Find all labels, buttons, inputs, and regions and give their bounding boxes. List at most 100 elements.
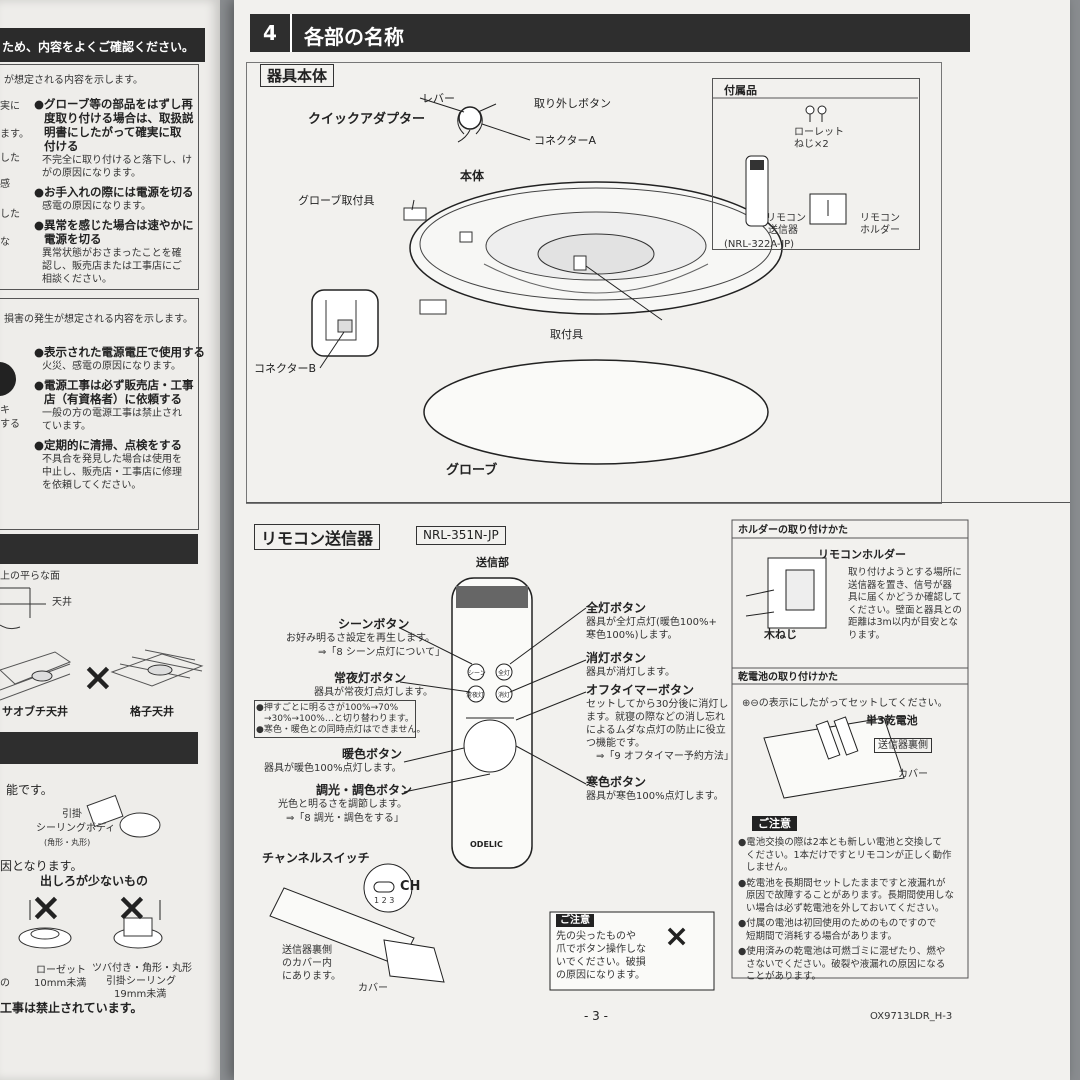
accessories-box	[712, 78, 920, 250]
warn-fragment: した	[0, 209, 20, 220]
flat-surface-label: 上の平らな面	[0, 571, 60, 582]
warn-fragment: ます。	[0, 129, 29, 140]
warn-fragment: 実に	[0, 101, 20, 112]
warning-box	[0, 64, 199, 290]
remote-heading: リモコン送信器	[254, 524, 381, 550]
cool-line-1: 器具が寒色100%点灯します。	[586, 791, 724, 802]
accessories-title: 付属品	[724, 84, 757, 97]
remote-illustration	[269, 519, 969, 991]
hook-body-line-1: 引掛	[62, 809, 82, 820]
quick-adapter-label: クイックアダプター	[308, 112, 426, 127]
aa-label: 単3乾電池	[866, 714, 918, 727]
globe-mount-label: グローブ取付具	[298, 194, 375, 207]
flange-line-3: 19mm未満	[114, 989, 167, 1000]
caution-item-title: ●定期的に清掃、点検をする	[34, 438, 183, 452]
remote-brand: ODELIC	[470, 840, 503, 849]
warn-item-title: 度取り付ける場合は、取扱説	[44, 111, 194, 125]
caution-small-title: ご注意	[556, 914, 594, 927]
remote-model: NRL-351N-JP	[416, 526, 506, 545]
battery-back-label: 送信器裏側	[874, 738, 932, 753]
flange-line-2: 引掛シーリング	[106, 976, 176, 987]
btn-night-label: 常夜灯	[466, 692, 485, 699]
caution-fragment: する	[0, 419, 20, 430]
note-line: 原因で故障することがあります。長期間使用しな	[746, 890, 955, 901]
note-line: 短期間で消耗する場合があります。	[746, 930, 898, 942]
caution-fragment: キ	[0, 405, 10, 416]
full-line-2: 寒色100%)します。	[586, 630, 678, 641]
left-top-bar: ため、内容をよくご確認ください。	[0, 28, 205, 62]
night-note-1: ●押すごとに明るさが100%→70%	[256, 703, 399, 713]
section-title: 各部の名称	[304, 25, 404, 49]
ch-numbers: 1 2 3	[374, 896, 395, 905]
note-line: さないでください。破裂や液漏れの原因になる	[746, 958, 946, 970]
divider	[246, 502, 1070, 503]
back-line-2: のカバー内	[282, 958, 332, 969]
channel-switch-label: チャンネルスイッチ	[262, 851, 370, 865]
connector-a-label: コネクターA	[534, 134, 597, 147]
warn-item-title: ●お手入れの際には電源を切る	[34, 185, 194, 199]
remote-line-2: 送信器	[768, 225, 798, 236]
dim-line-1: 光色と明るさを調節します。	[278, 799, 407, 810]
section-header-bar: 4 各部の名称	[250, 14, 970, 52]
caution-header: 損害の発生が想定される内容を示します。	[4, 314, 193, 325]
off-line-1: 器具が消灯します。	[586, 667, 675, 678]
fixture-frame	[246, 62, 942, 504]
fixture-illustration	[311, 97, 783, 465]
note-line: ことがあります。	[746, 971, 822, 982]
possible-text: 能です。	[6, 783, 53, 797]
timer-title: オフタイマーボタン	[586, 683, 695, 697]
left-fragment-no: の	[0, 978, 10, 989]
caution-symbol	[0, 362, 16, 396]
holder-line: 送信器を置き、信号が器	[848, 579, 952, 591]
prohibit-cross-2: ×	[30, 885, 62, 929]
timer-line-4: つ機能です。	[586, 738, 645, 749]
globe-label: グローブ	[446, 463, 498, 478]
btn-scene-label: シーン	[468, 670, 486, 677]
footer-code: OX9713LDR_H-3	[870, 1011, 953, 1022]
timer-line-3: によるムダな点灯の防止に役立	[586, 725, 726, 736]
warn-item-title: ●異常を感じた場合は速やかに	[34, 218, 194, 232]
cause-text: 因となります。	[0, 859, 83, 873]
hook-body-line-2: シーリングボディ	[36, 823, 116, 834]
accessories-illustration	[712, 97, 918, 227]
note-line: ●使用済みの乾電池は可燃ゴミに混ぜたり、燃や	[738, 946, 946, 957]
ch-label: CH	[400, 879, 421, 894]
caution-item-body: を依頼してください。	[42, 480, 142, 491]
night-note-2: →30%→100%…と切り替わります。	[264, 714, 414, 724]
holder-line: 取り付けようとする場所に	[848, 567, 962, 578]
warn-item-body: 不完全に取り付けると落下し、け	[42, 155, 192, 166]
night-line-1: 器具が常夜灯点灯します。	[314, 687, 433, 698]
section-number: 4	[250, 14, 292, 52]
warn-item-title: 付ける	[44, 139, 79, 153]
connector-b-label: コネクターB	[254, 362, 317, 375]
rosette-line-2: 10mm未満	[34, 978, 87, 989]
hook-body-sub: (角形・丸形)	[44, 838, 91, 847]
left-intro-text: ため、内容をよくご確認ください。	[2, 40, 195, 54]
release-button-label: 取り外しボタン	[534, 97, 611, 110]
wood-screw-label: 木ねじ	[764, 628, 797, 641]
dim-title: 調光・調色ボタン	[316, 783, 413, 797]
caution-item-title: ●電源工事は必ず販売店・工事	[34, 378, 194, 392]
caution-small-line-3: いでください。破損	[556, 957, 646, 968]
warn-fragment: 感	[0, 179, 10, 190]
timer-line-2: ます。就寝の際などの消し忘れ	[586, 712, 725, 723]
warn-item-body: 相談ください。	[42, 274, 112, 285]
left-mid-bar-1	[0, 534, 198, 564]
ceiling-type-2: 格子天井	[130, 705, 174, 718]
caution-item-body: ています。	[42, 421, 91, 432]
caution-cross: ×	[664, 919, 690, 954]
prohibit-cross-3: ×	[116, 885, 148, 929]
warn-item-title: 明書にしたがって確実に取	[44, 125, 182, 139]
accessories-model: (NRL-322A-JP)	[724, 239, 795, 250]
warn-item-body: がの原因になります。	[42, 168, 141, 179]
screw-line-1: ローレット	[794, 127, 844, 138]
night-notes-box	[254, 700, 416, 738]
night-title: 常夜灯ボタン	[334, 671, 407, 685]
holder-line-2: ホルダー	[860, 225, 900, 236]
note-line: ●乾電池を長期間セットしたままですと液漏れが	[738, 877, 946, 889]
back-line-1: 送信器裏側	[282, 945, 332, 956]
battery-title: 乾電池の取り付けかた	[738, 672, 838, 683]
timer-line-1: セットしてから30分後に消灯し	[586, 699, 729, 710]
caution-item-body: 中止し、販売店・工事店に修理	[42, 467, 182, 478]
scene-line-2: ⇒「8 シーン点灯について」	[318, 647, 446, 658]
